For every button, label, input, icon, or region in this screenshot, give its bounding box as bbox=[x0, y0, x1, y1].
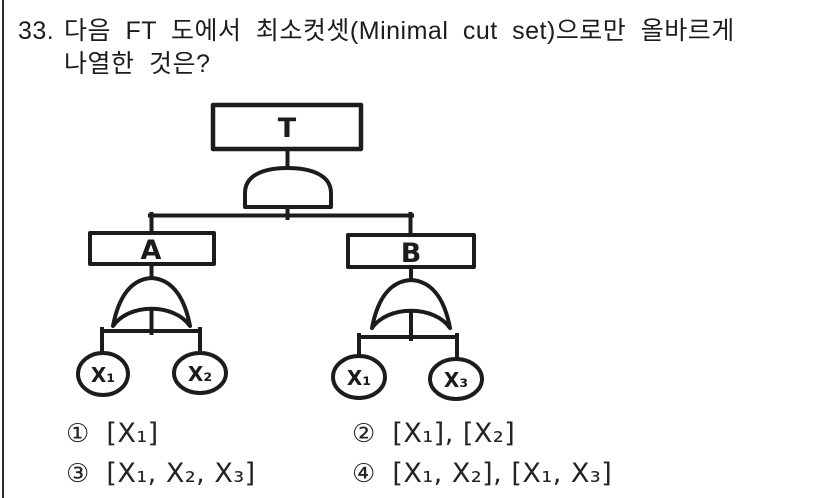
option-1-marker: ① bbox=[66, 419, 90, 449]
basic-event-a1-circle bbox=[76, 351, 130, 397]
question-text: 다음 FT 도에서 최소컷셋(Minimal cut set)으로만 올바르게 … bbox=[64, 15, 735, 81]
or-gate-a bbox=[111, 276, 192, 328]
option-2-marker: ② bbox=[352, 419, 376, 449]
option-1-text: [X₁] bbox=[106, 418, 159, 449]
page-column-divider bbox=[2, 0, 4, 498]
question-number: 33. bbox=[18, 17, 55, 45]
event-a-box bbox=[88, 231, 216, 266]
option-3-marker: ③ bbox=[66, 459, 90, 489]
event-b-label: B bbox=[401, 238, 422, 269]
option-4: ④ [X₁, X₂], [X₁, X₃] bbox=[352, 458, 612, 489]
basic-event-a2-circle bbox=[172, 351, 228, 395]
option-4-marker: ④ bbox=[352, 459, 376, 489]
option-2-text: [X₁], [X₂] bbox=[392, 418, 516, 449]
option-1: ① [X₁] bbox=[66, 418, 159, 449]
event-b-box bbox=[346, 233, 476, 269]
and-gate bbox=[243, 166, 333, 209]
basic-event-b2-label: X₃ bbox=[444, 368, 468, 392]
option-4-text: [X₁, X₂], [X₁, X₃] bbox=[392, 458, 613, 489]
basic-event-b1-label: X₁ bbox=[347, 366, 371, 390]
option-3-text: [X₁, X₂, X₃] bbox=[106, 458, 256, 489]
question-line-2: 나열한 것은? bbox=[64, 50, 211, 78]
question-block: 33. 다음 FT 도에서 최소컷셋(Minimal cut set)으로만 올… bbox=[18, 15, 735, 81]
basic-event-a2-label: X₂ bbox=[188, 362, 212, 386]
basic-event-b2-circle bbox=[428, 357, 484, 401]
question-line-1: 다음 FT 도에서 최소컷셋(Minimal cut set)으로만 올바르게 bbox=[64, 17, 735, 45]
top-event-label: T bbox=[278, 113, 297, 144]
basic-event-a1-label: X₁ bbox=[91, 363, 115, 387]
event-a-label: A bbox=[141, 235, 162, 266]
option-2: ② [X₁], [X₂] bbox=[352, 418, 515, 449]
top-event-box bbox=[210, 102, 364, 152]
or-gate-b bbox=[370, 278, 452, 330]
option-3: ③ [X₁, X₂, X₃] bbox=[66, 458, 256, 489]
basic-event-b1-circle bbox=[331, 354, 387, 400]
